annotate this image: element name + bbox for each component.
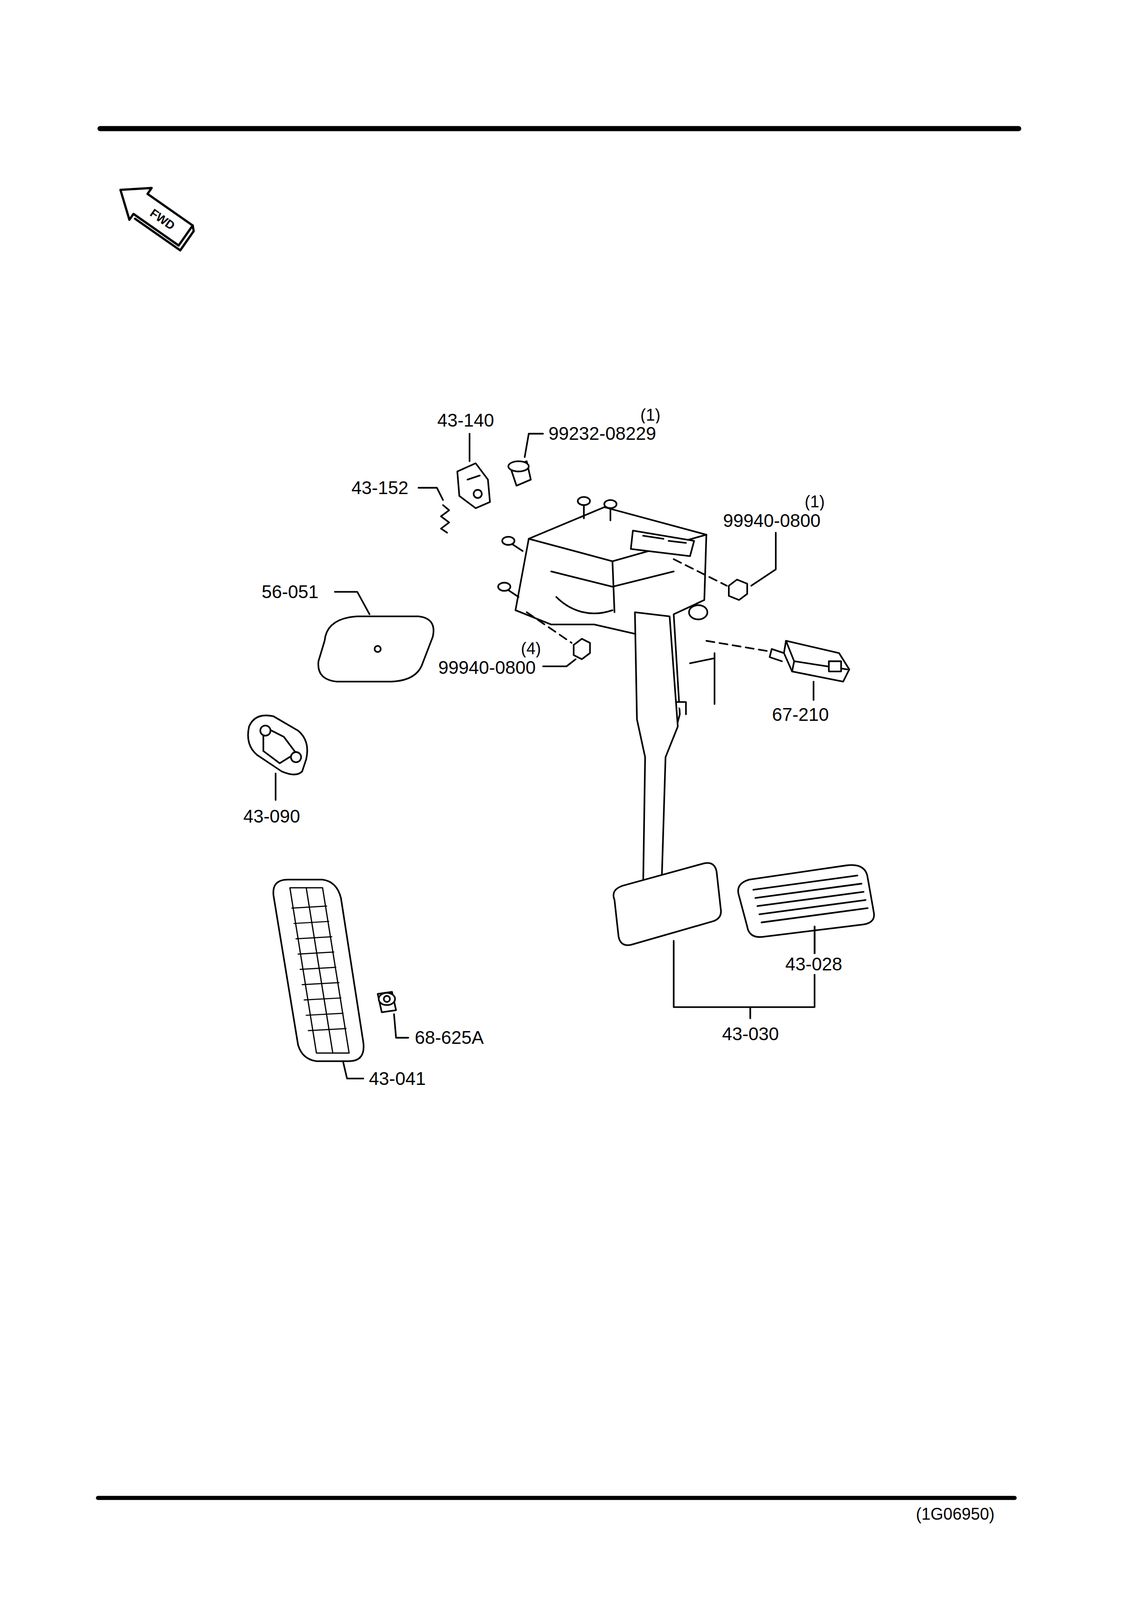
leader-line [274,773,277,801]
insulator-pad [318,616,434,682]
clevis [457,463,491,508]
callout-number: 43-030 [720,1024,781,1045]
accelerator-pedal [273,879,364,1062]
stud-bolts [497,497,715,715]
quantity-note: (1) [638,406,662,425]
leader-line [813,926,816,955]
bushing [377,992,396,1013]
callout-number: 43-152 [350,477,410,498]
forward-arrow [109,173,201,254]
leader-line [468,434,471,462]
leader-line [812,681,815,701]
leader-line [751,533,776,587]
pedal-bracket [515,507,707,738]
leader-line [342,1061,364,1079]
clevis-pin [508,461,531,487]
callout-number: 99232-08229 [547,423,658,444]
callout-number: 43-140 [435,410,496,431]
callout-number: 43-041 [367,1068,428,1090]
quantity-note: (1) [803,493,827,512]
pedal-arm [634,612,678,891]
callout-number: 56-051 [260,581,320,603]
drawing-code: (1G06950) [914,1505,996,1524]
bottom-rule [98,1496,1015,1501]
callout-number: 43-090 [241,806,302,827]
nut [728,579,748,601]
leader-line [543,659,576,667]
direction-marker: FWD [147,206,178,233]
leader-line [418,487,444,501]
leader-line [749,1007,752,1020]
stoplight-switch [769,641,849,682]
snap-clip [440,505,450,533]
brake-pedal-pad [613,863,722,946]
top-rule [99,125,1019,131]
callout-number: 99940-0800 [436,657,538,678]
leader-line [335,591,370,615]
callout-number: 43-028 [784,954,844,975]
leader-line [393,1014,409,1038]
pedal-stopper [247,715,308,775]
nut [573,638,591,660]
callout-number: 99940-0800 [721,510,823,531]
pedal-pad-cover [738,865,875,938]
dashed-guide [706,641,768,652]
dashed-guide [673,559,727,587]
leader-line [524,434,544,458]
dashed-guide [526,612,572,644]
callout-number: 67-210 [770,704,831,725]
quantity-note: (4) [519,640,543,659]
callout-number: 68-625A [413,1027,486,1048]
